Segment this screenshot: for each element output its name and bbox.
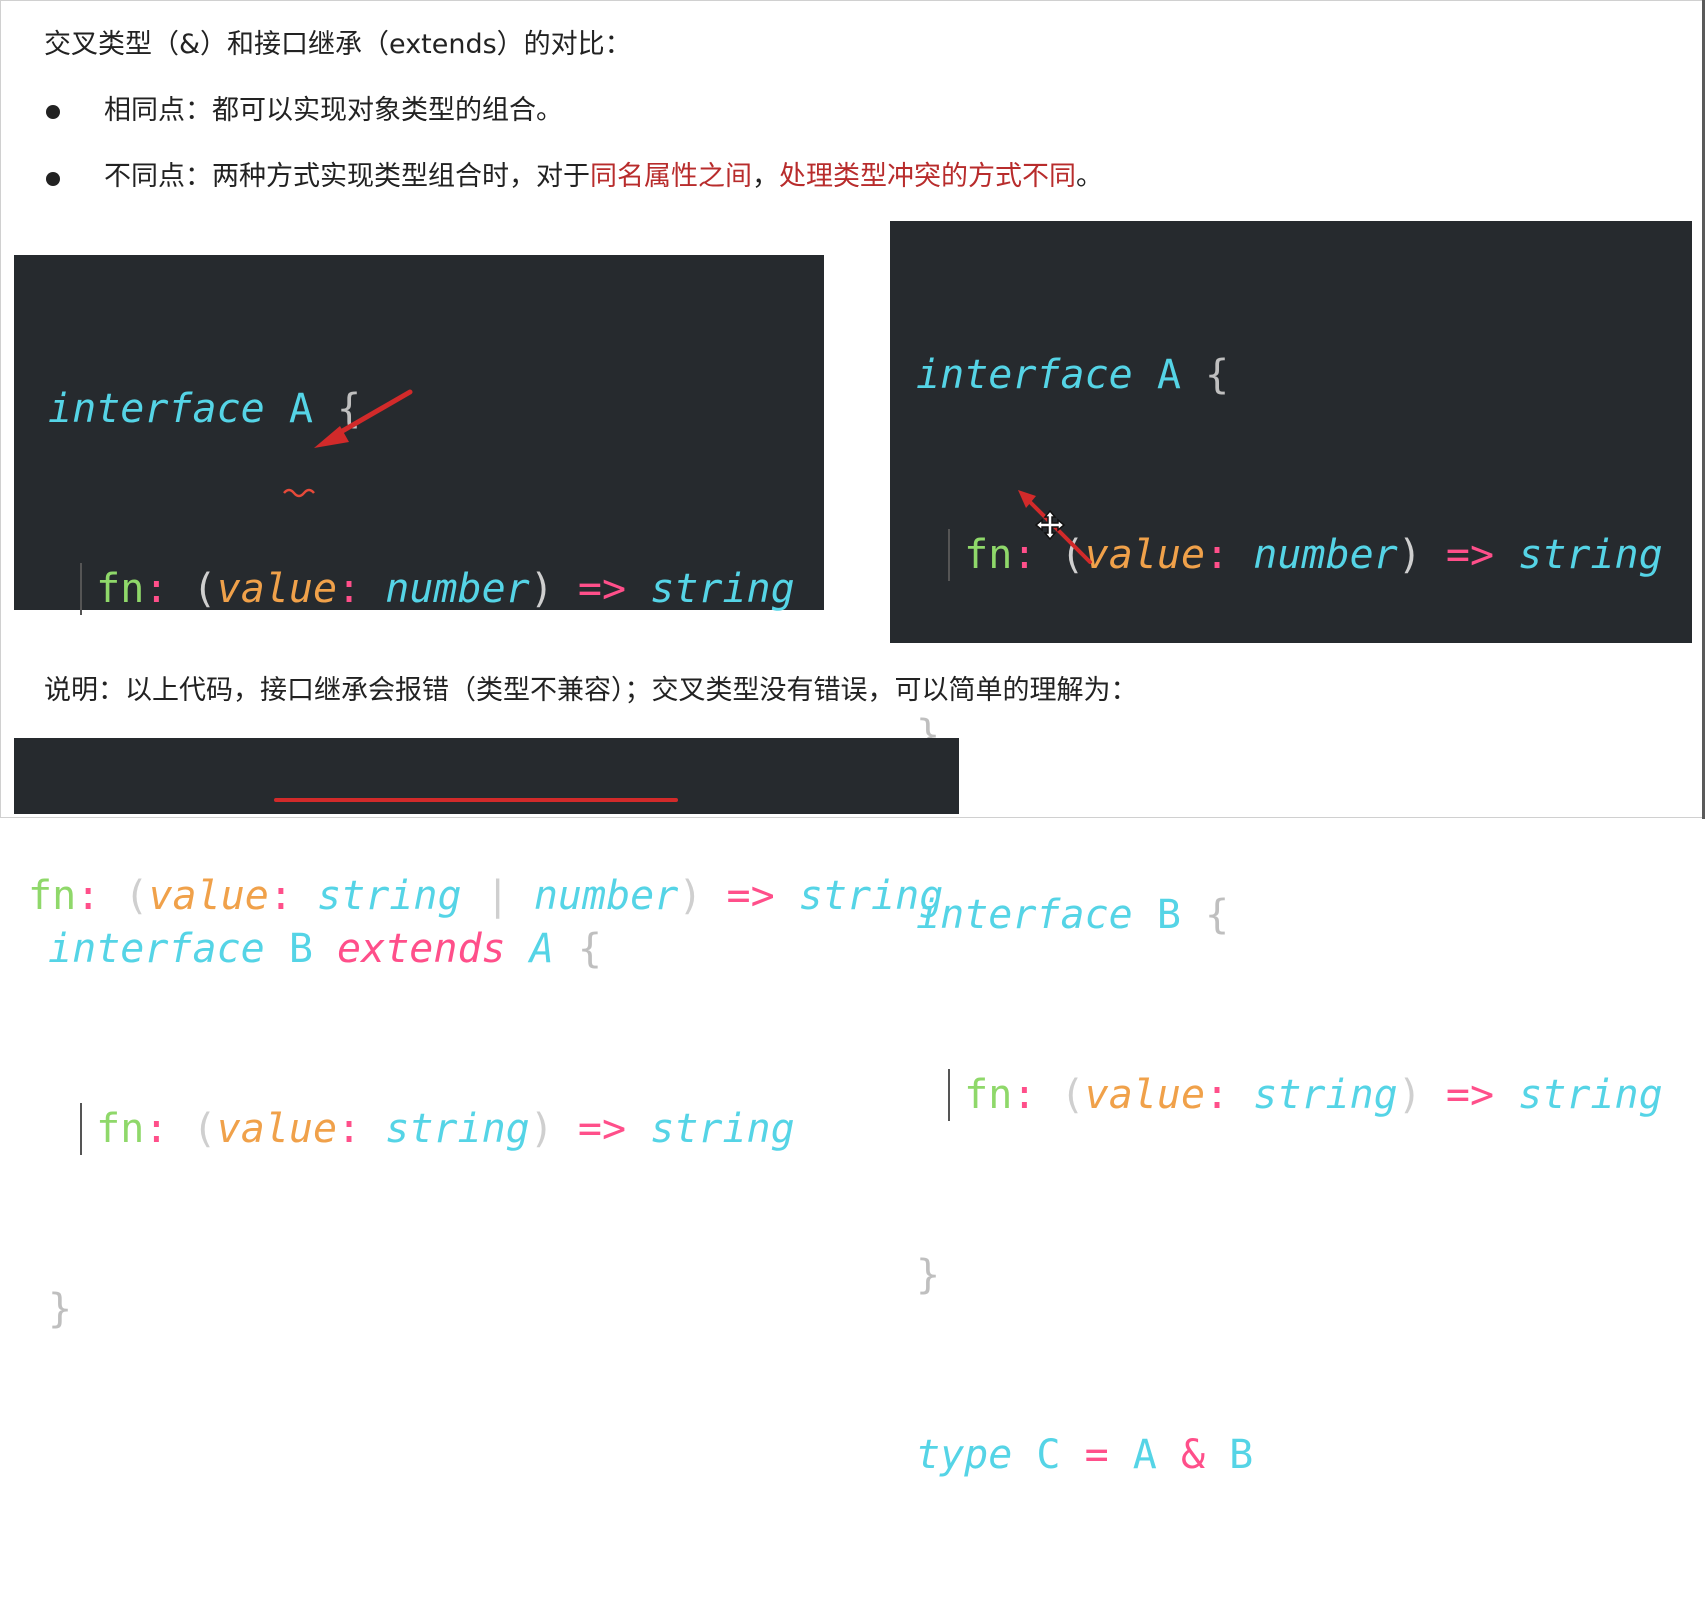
arrow: =>: [1445, 532, 1495, 578]
code-line: }: [916, 1245, 1663, 1305]
type-string: string: [385, 1106, 530, 1152]
colon: :: [1012, 1072, 1037, 1118]
colon: :: [1205, 1072, 1230, 1118]
rparen: ): [1397, 1072, 1422, 1118]
ampersand: &: [1180, 1432, 1206, 1478]
close-brace: }: [48, 1286, 73, 1332]
code-block-extends: interface A { fn: (value: number) => str…: [14, 255, 824, 1332]
rparen: ): [678, 873, 703, 919]
type-string: string: [1518, 532, 1663, 578]
code-line: type C = A & B: [916, 1425, 1663, 1485]
highlight-same-name-props: 同名属性之间: [590, 161, 752, 192]
bullet-dot: [46, 105, 60, 119]
colon: :: [76, 873, 101, 919]
open-brace: {: [337, 386, 362, 432]
rparen: ): [529, 566, 554, 612]
type-name-c: C: [1036, 1432, 1061, 1478]
indent-guide: [948, 529, 950, 581]
explanation-note: 说明：以上代码，接口继承会报错（类型不兼容）；交叉类型没有错误，可以简单的理解为…: [44, 675, 1138, 706]
property-fn: fn: [964, 532, 1013, 578]
slide-heading: 交叉类型（&）和接口继承（extends）的对比：: [44, 29, 632, 60]
highlight-conflict-handling: 处理类型冲突的方式不同: [779, 161, 1076, 192]
code-line: fn: (value: number) => string: [916, 525, 1663, 585]
union-pipe: |: [485, 873, 510, 919]
window-edge: [1702, 0, 1705, 819]
lparen: (: [124, 873, 149, 919]
indent-guide: [80, 1103, 82, 1155]
type-string: string: [650, 566, 795, 612]
bullet-similarity: 相同点：都可以实现对象类型的组合。: [104, 95, 563, 126]
code-block-intersection: interface A { fn: (value: number) => str…: [890, 221, 1692, 1478]
param-value: value: [216, 1106, 338, 1152]
param-value: value: [1084, 532, 1206, 578]
property-fn: fn: [96, 1106, 145, 1152]
keyword-interface: interface: [48, 386, 265, 432]
rparen: ): [1397, 532, 1422, 578]
colon: :: [1012, 532, 1037, 578]
property-fn: fn: [96, 566, 145, 612]
colon: :: [1205, 532, 1230, 578]
code-line: }: [48, 1279, 795, 1339]
property-fn: fn: [28, 873, 77, 919]
type-string: string: [650, 1106, 795, 1152]
close-brace: }: [916, 1252, 941, 1298]
code-line: interface B {: [916, 885, 1663, 945]
type-string: string: [317, 873, 462, 919]
type-string: string: [1518, 1072, 1663, 1118]
code-line: interface A {: [916, 345, 1663, 405]
indent-guide: [948, 1069, 950, 1121]
lparen: (: [192, 1106, 217, 1152]
property-fn: fn: [964, 1072, 1013, 1118]
colon: :: [268, 873, 293, 919]
bullet-difference: 不同点：两种方式实现类型组合时，对于同名属性之间，处理类型冲突的方式不同。: [104, 160, 1103, 194]
bullet-difference-prefix: 不同点：两种方式实现类型组合时，对于: [104, 161, 590, 192]
code-line: fn: (value: string) => string: [916, 1065, 1663, 1125]
param-value: value: [148, 873, 269, 919]
type-name-b: B: [1229, 1432, 1254, 1478]
arrow: =>: [1445, 1072, 1495, 1118]
keyword-interface: interface: [916, 892, 1133, 938]
keyword-type: type: [916, 1432, 1013, 1478]
param-value: value: [216, 566, 338, 612]
equals: =: [1084, 1432, 1109, 1478]
code-line: fn: (value: string) => string: [48, 1099, 795, 1159]
arrow: =>: [577, 1106, 627, 1152]
arrow: =>: [726, 873, 775, 919]
lparen: (: [1060, 1072, 1085, 1118]
code-line: interface A {: [48, 379, 795, 439]
type-name-a: A: [1156, 352, 1181, 398]
type-number: number: [385, 566, 530, 612]
colon: :: [144, 1106, 169, 1152]
open-brace: {: [1205, 352, 1230, 398]
type-name-a: A: [288, 386, 313, 432]
type-name-a: A: [1132, 1432, 1157, 1478]
lparen: (: [1060, 532, 1085, 578]
code-line: fn: (value: string | number) => string: [28, 866, 943, 926]
lparen: (: [192, 566, 217, 612]
type-string: string: [1253, 1072, 1398, 1118]
rparen: ): [529, 1106, 554, 1152]
arrow: =>: [577, 566, 627, 612]
return-type-string: string: [798, 873, 944, 919]
type-number: number: [533, 873, 679, 919]
bullet-difference-suffix: 。: [1076, 161, 1103, 192]
indent-guide: [80, 563, 82, 615]
type-name-b: B: [1156, 892, 1181, 938]
type-number: number: [1253, 532, 1398, 578]
code-line: fn: (value: number) => string: [48, 559, 795, 619]
keyword-interface: interface: [916, 352, 1133, 398]
open-brace: {: [1205, 892, 1230, 938]
colon: :: [144, 566, 169, 612]
param-value: value: [1084, 1072, 1206, 1118]
code-block-merged-signature: fn: (value: string | number) => string: [14, 738, 959, 919]
colon: :: [337, 566, 362, 612]
code-line: }: [916, 705, 1663, 765]
bullet-difference-sep: ，: [752, 161, 779, 192]
slide-page: 交叉类型（&）和接口继承（extends）的对比： 相同点：都可以实现对象类型的…: [0, 0, 1705, 1478]
bullet-dot: [46, 172, 60, 186]
colon: :: [337, 1106, 362, 1152]
